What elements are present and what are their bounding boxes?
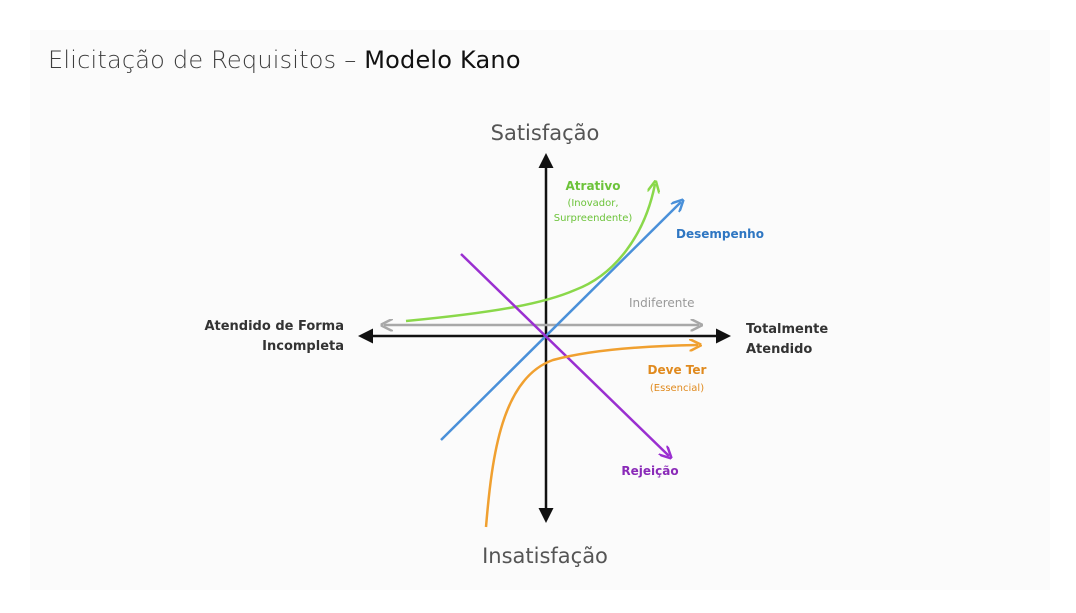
reverse-label: Rejeição [621, 464, 678, 478]
x-axis-right-label-line1: Totalmente [746, 322, 828, 337]
x-axis-left-label-line2: Incompleta [262, 339, 344, 354]
attractive-sublabel-line2: Surpreendente) [554, 213, 633, 224]
performance-label: Desempenho [676, 227, 764, 241]
x-axis-left-label-line1: Atendido de Forma [204, 319, 344, 334]
must-be-sublabel: (Essencial) [650, 383, 704, 394]
reverse-curve [460, 253, 669, 456]
attractive-curve [405, 184, 655, 323]
attractive-label: Atrativo [566, 179, 621, 193]
slide-title-main: Modelo Kano [364, 46, 521, 74]
slide-title: Elicitação de Requisitos – Modelo Kano [48, 46, 521, 74]
indifferent-label: Indiferente [629, 296, 694, 310]
must-be-curve [484, 345, 698, 528]
y-axis-top-label: Satisfação [491, 121, 600, 145]
attractive-sublabel-line1: (Inovador, [567, 198, 618, 209]
x-axis-right-label-line2: Atendido [746, 342, 812, 357]
performance-curve [440, 202, 681, 441]
must-be-label: Deve Ter [648, 363, 707, 377]
y-axis-bottom-label: Insatisfação [482, 544, 608, 568]
slide-title-prefix: Elicitação de Requisitos – [48, 46, 365, 74]
